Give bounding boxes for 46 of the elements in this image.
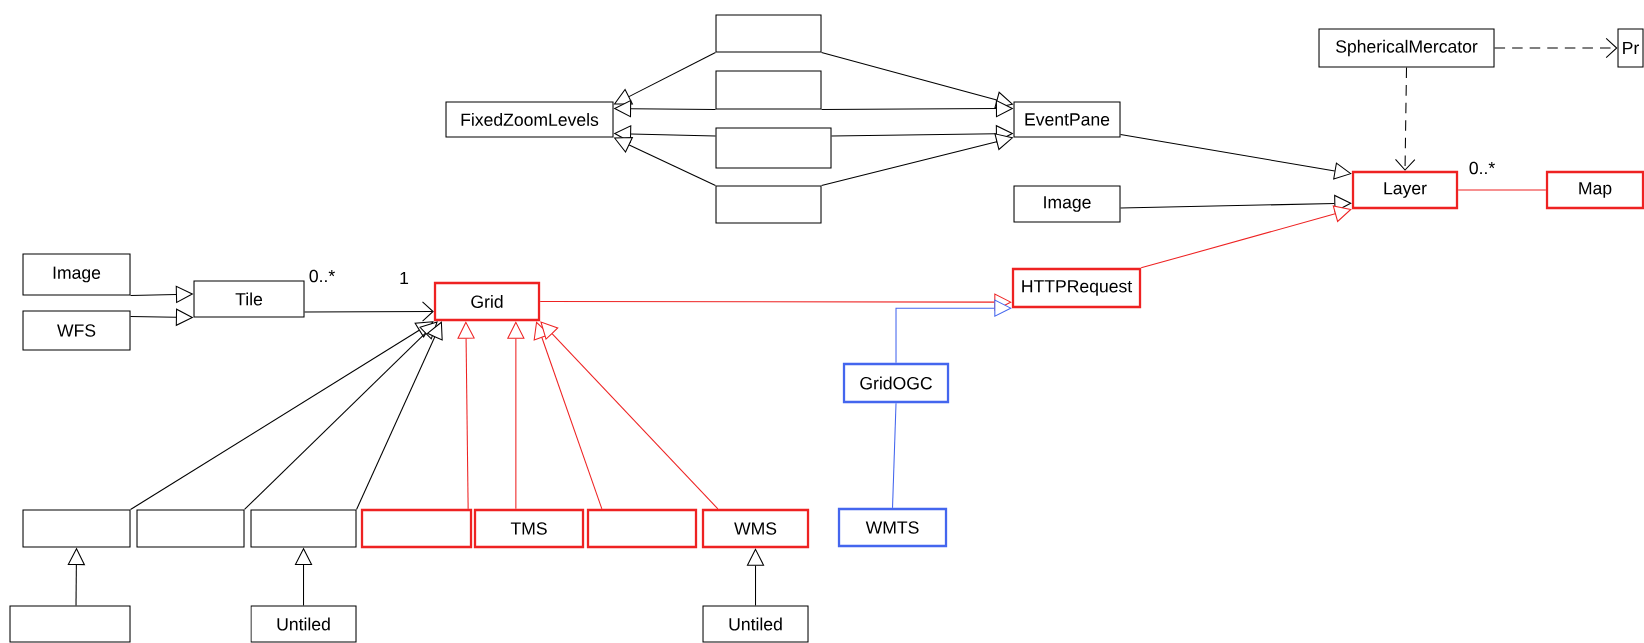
class-box: [586, 508, 698, 549]
association-line: [1457, 189, 1547, 191]
class-box: WMS: [701, 508, 810, 549]
inheritance-arrow: [533, 321, 603, 510]
inheritance-arrow: [540, 321, 719, 510]
class-box: [715, 14, 822, 53]
inheritance-arrow: [1140, 205, 1352, 269]
class-box: HTTPRequest: [1011, 267, 1142, 309]
class-box: Grid: [433, 281, 541, 322]
class-box: Image: [1013, 185, 1121, 223]
association-line: [892, 402, 897, 509]
inheritance-arrow: [746, 548, 765, 606]
inheritance-arrow: [244, 321, 438, 510]
multiplicity-label: 0..*: [309, 269, 335, 283]
class-box: Untiled: [250, 605, 357, 643]
class-box: [136, 509, 245, 548]
inheritance-arrow: [356, 321, 443, 510]
class-box: Image: [22, 253, 131, 296]
class-box: [715, 127, 832, 169]
class-box: [715, 70, 822, 110]
class-box: FixedZoomLevels: [445, 101, 614, 138]
class-box: TMS: [473, 508, 585, 549]
class-box: Map: [1545, 170, 1644, 210]
class-box: WFS: [22, 310, 131, 351]
class-box: GridOGC: [842, 362, 950, 404]
multiplicity-label: 0..*: [1469, 161, 1495, 175]
association-arrow: [304, 301, 434, 322]
inheritance-arrow: [895, 299, 1012, 364]
inheritance-arrow: [1120, 134, 1352, 180]
class-box: Untiled: [702, 605, 809, 643]
class-box: [715, 185, 822, 224]
class-box: [9, 605, 131, 643]
class-box: Tile: [193, 280, 305, 318]
class-box: [250, 509, 357, 548]
class-box: WMTS: [837, 507, 948, 548]
class-box: Pr: [1617, 28, 1644, 68]
class-box: Layer: [1351, 170, 1459, 210]
class-box: [22, 509, 131, 548]
dependency-arrow: [1395, 67, 1416, 171]
inheritance-arrow: [506, 321, 525, 510]
class-box: [360, 508, 473, 549]
class-box: SphericalMercator: [1318, 28, 1495, 68]
inheritance-arrow: [457, 321, 475, 510]
dependency-arrow: [1494, 37, 1618, 59]
class-box: EventPane: [1013, 101, 1121, 138]
multiplicity-label: 1: [400, 271, 409, 285]
